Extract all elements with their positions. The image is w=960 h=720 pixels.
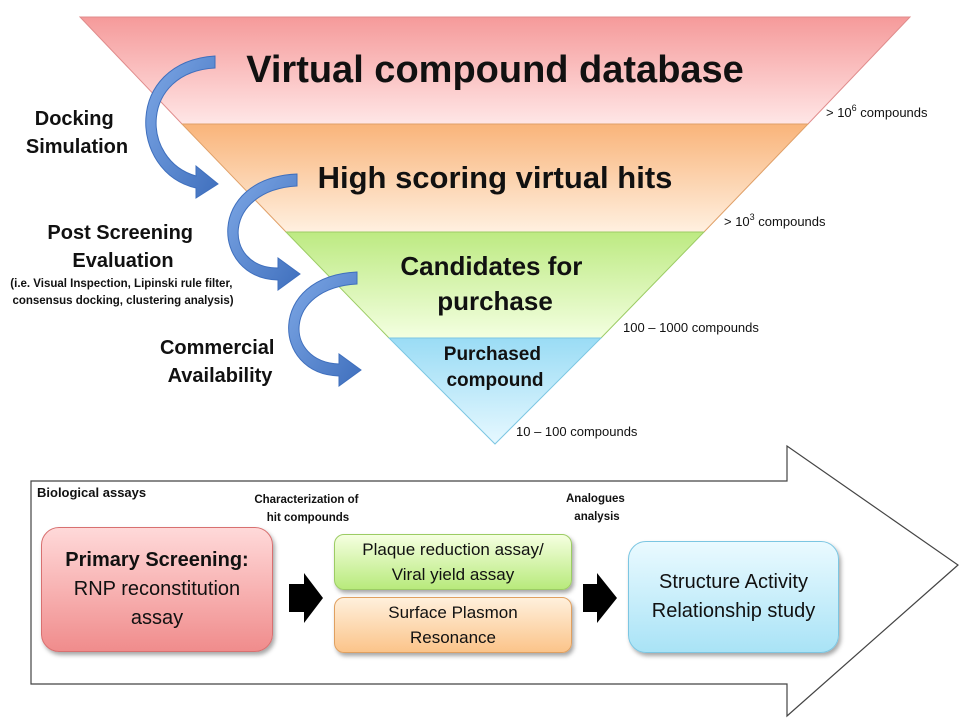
primary-screening-heading: Primary Screening: bbox=[65, 549, 249, 571]
step-post-screening-title: Post Screening Evaluation bbox=[47, 222, 198, 272]
step-docking-title: Docking Simulation bbox=[26, 108, 128, 158]
curved-arrow-icon bbox=[227, 173, 301, 291]
structure-activity-line: Structure Activity bbox=[659, 571, 808, 593]
step-post-screening-note: (i.e. Visual Inspection, Lipinski rule f… bbox=[10, 278, 235, 307]
funnel-level-4 bbox=[387, 337, 603, 445]
funnel-level-1-label: Virtual compound database bbox=[246, 49, 744, 91]
funnel-level-4-count: 10 – 100 compounds bbox=[516, 424, 638, 439]
plaque-reduction-line: Plaque reduction assay/ bbox=[362, 540, 544, 559]
funnel-level-2-count: > 103 compounds bbox=[724, 212, 826, 229]
funnel-level-3-label: Candidates for purchase bbox=[400, 251, 589, 316]
surface-plasmon-box: Surface Plasmon Resonance bbox=[334, 597, 572, 653]
funnel-level-2-label: High scoring virtual hits bbox=[318, 160, 673, 195]
surface-plasmon-line: Surface Plasmon bbox=[388, 603, 518, 622]
primary-screening-line: RNP reconstitution bbox=[73, 578, 241, 600]
primary-screening-line: assay bbox=[130, 607, 184, 629]
funnel-level-1-count: > 106 compounds bbox=[826, 103, 928, 120]
step-commercial-title: Commercial Availability bbox=[160, 337, 280, 387]
funnel-level-3-count: 100 – 1000 compounds bbox=[623, 320, 759, 335]
surface-plasmon-line: Resonance bbox=[409, 628, 496, 647]
structure-activity-box: Structure Activity Relationship study bbox=[628, 541, 839, 653]
right-arrow-icon bbox=[583, 573, 617, 623]
primary-screening-box: Primary Screening: RNP reconstitution as… bbox=[41, 527, 273, 652]
analogues-label: Analogues analysis bbox=[566, 493, 628, 523]
characterization-label: Characterization of hit compounds bbox=[254, 494, 361, 524]
right-arrow-icon bbox=[289, 573, 323, 623]
curved-arrow-icon bbox=[145, 55, 219, 199]
biological-assays-label: Biological assays bbox=[37, 485, 146, 500]
curved-arrow-icon bbox=[288, 271, 362, 387]
funnel-level-4-label: Purchased compound bbox=[444, 344, 546, 391]
plaque-reduction-box: Plaque reduction assay/ Viral yield assa… bbox=[334, 534, 572, 590]
plaque-reduction-line: Viral yield assay bbox=[391, 565, 515, 584]
structure-activity-line: Relationship study bbox=[651, 600, 816, 622]
